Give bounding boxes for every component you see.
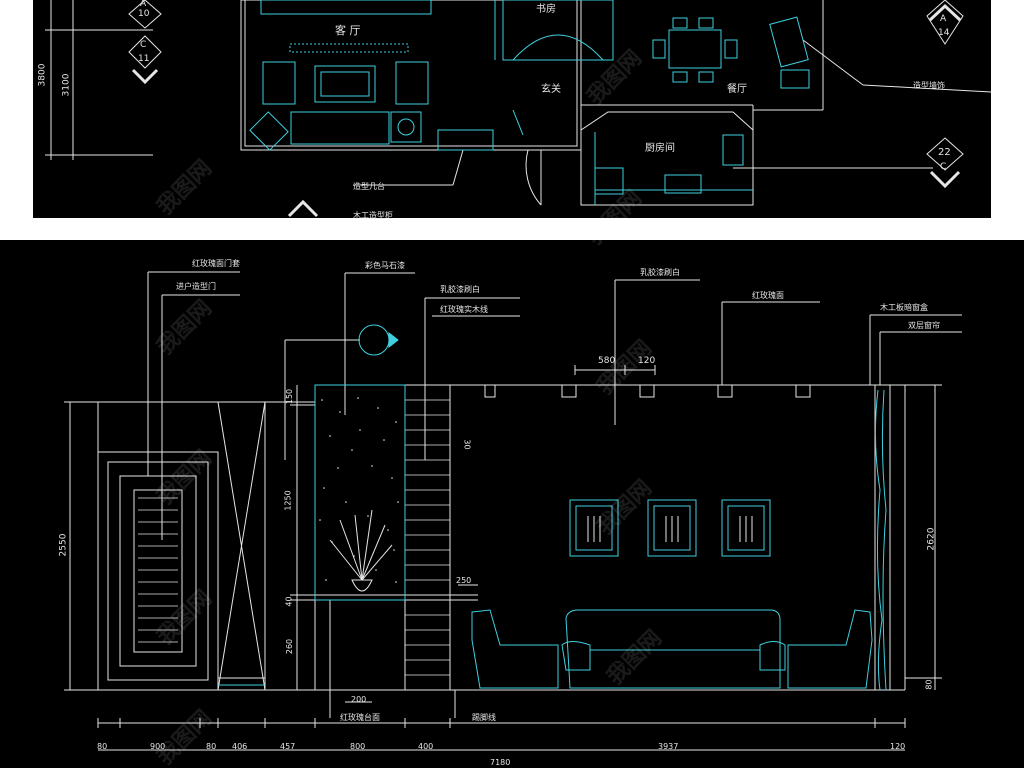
plan-dim-3100: 3100 <box>61 73 72 97</box>
dim-left-1250: 1250 <box>283 490 293 511</box>
plan-dim-3800: 3800 <box>37 63 48 87</box>
plant-vase <box>329 509 393 592</box>
dim-left-2550: 2550 <box>58 533 69 557</box>
wood-slats <box>405 399 450 676</box>
anno-stone-paint: 彩色马石漆 <box>365 261 405 270</box>
dim-bottom-8: 120 <box>890 742 906 751</box>
callout-living-number: 10 <box>138 9 150 19</box>
plan-label-cabinet: 木工造型柜 <box>353 211 393 220</box>
dim-200: 200 <box>351 695 367 704</box>
section-marker <box>358 324 390 356</box>
dim-bottom-0: 80 <box>97 742 108 751</box>
dim-left-150: 150 <box>285 388 295 405</box>
dim-total: 7180 <box>490 758 511 767</box>
dim-bottom-2: 80 <box>206 742 217 751</box>
elevation-svg <box>64 271 962 751</box>
painting-figures <box>587 516 753 542</box>
anno-entry-door: 进户造型门 <box>176 282 216 291</box>
anno-double-curtain: 双层窗帘 <box>908 321 940 330</box>
dim-left-260: 260 <box>285 638 295 655</box>
room-label-living: 客 厅 <box>335 24 361 37</box>
callout-living-number-2: 11 <box>138 54 150 64</box>
callout-kitchen-number: 22 <box>938 147 951 158</box>
anno-door-frame: 红玫瑰面门套 <box>192 259 240 268</box>
floor-plan-svg <box>45 0 992 218</box>
dim-bottom-4: 457 <box>280 742 296 751</box>
plan-label-feature-wall: 造型墙饰 <box>913 81 945 90</box>
anno-wood-molding: 红玫瑰实木线 <box>440 305 488 314</box>
dim-left-40: 40 <box>284 596 294 607</box>
dim-bottom-7: 3937 <box>658 742 679 751</box>
dim-top-120: 120 <box>638 356 656 366</box>
room-label-foyer: 玄关 <box>541 84 561 95</box>
anno-latex-white: 乳胶漆刷白 <box>440 285 480 294</box>
dim-bottom-5: 800 <box>350 742 366 751</box>
anno-rosewood-face: 红玫瑰面 <box>752 291 784 300</box>
dim-bottom-6: 400 <box>418 742 434 751</box>
plan-label-tv-cabinet: 造型几台 <box>353 182 385 191</box>
anno-skirting: 踢脚线 <box>472 713 496 722</box>
dim-right-2620: 2620 <box>926 527 937 551</box>
dim-30: 30 <box>462 439 472 450</box>
callout-kitchen-letter: C <box>940 162 947 172</box>
callout-dining-number: 14 <box>938 28 950 38</box>
anno-countertop: 红玫瑰台面 <box>340 713 380 722</box>
callout-living-letter: A <box>140 0 147 9</box>
elevation-panel: 红玫瑰面门套 进户造型门 彩色马石漆 乳胶漆刷白 红玫瑰实木线 乳胶漆刷白 红玫… <box>0 240 1024 768</box>
room-label-kitchen: 厨房间 <box>645 143 675 154</box>
anno-latex-white-2: 乳胶漆刷白 <box>640 268 680 277</box>
dim-bottom-1: 900 <box>150 742 166 751</box>
room-label-study: 书房 <box>536 4 556 15</box>
callout-living-letter-2: C <box>140 40 147 50</box>
dim-250: 250 <box>456 576 472 585</box>
callout-dining-letter: A <box>940 14 947 24</box>
dim-bottom-3: 406 <box>232 742 248 751</box>
room-label-dining: 餐厅 <box>727 84 747 95</box>
dim-right-80: 80 <box>924 679 934 690</box>
floor-plan-panel: 客 厅 玄关 餐厅 厨房间 书房 3800 3100 A 10 C 11 A 1… <box>33 0 992 220</box>
dim-top-580: 580 <box>598 356 616 366</box>
anno-curtain-box: 木工板暗窗盒 <box>880 303 928 312</box>
